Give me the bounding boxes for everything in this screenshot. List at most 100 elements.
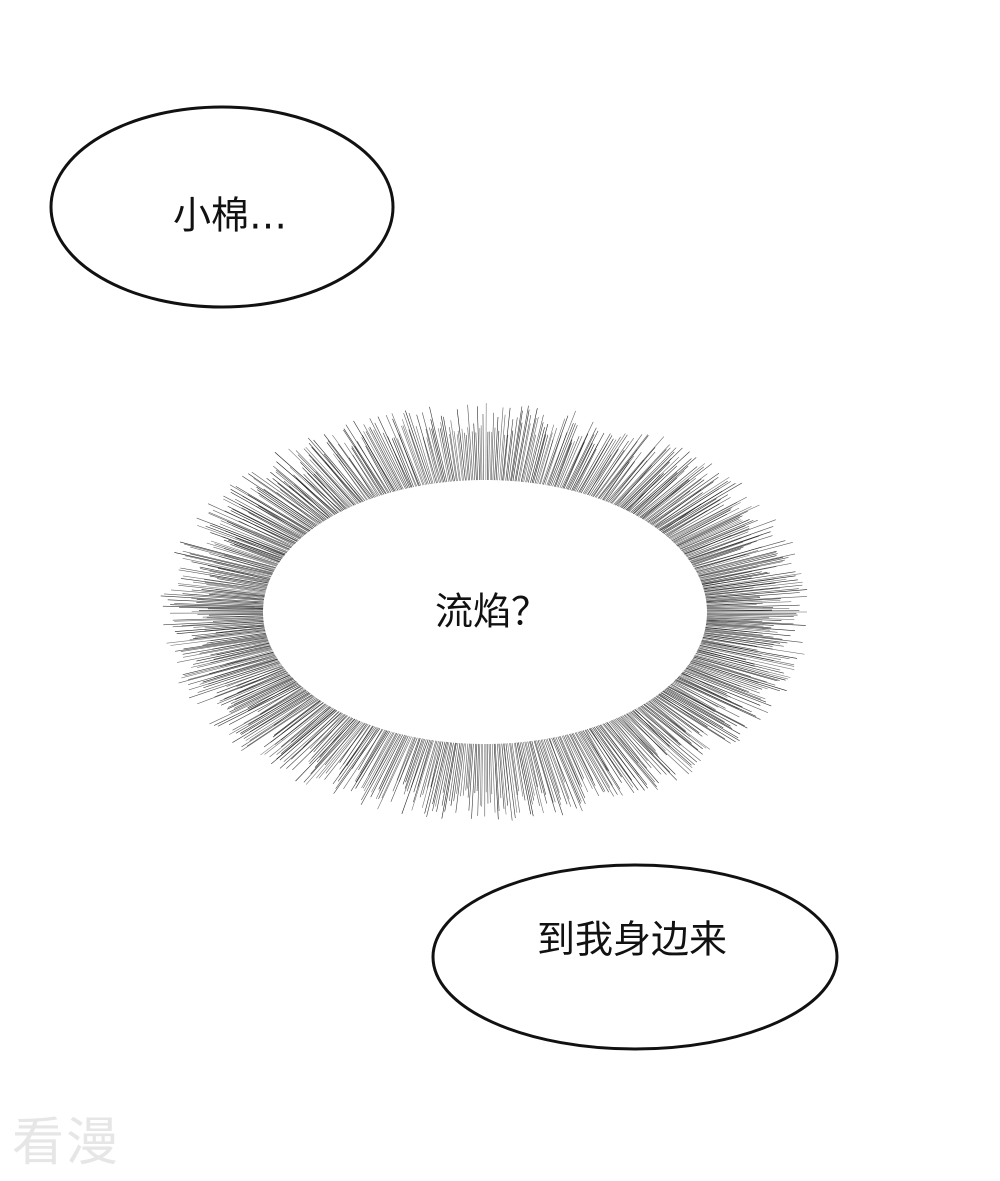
- burst-stroke: [623, 461, 670, 509]
- burst-stroke: [572, 432, 605, 491]
- burst-stroke: [305, 446, 358, 505]
- burst-stroke: [206, 542, 278, 566]
- burst-stroke: [653, 476, 730, 527]
- burst-stroke: [667, 686, 748, 729]
- burst-stroke: [204, 582, 266, 592]
- burst-stroke: [203, 662, 281, 689]
- burst-stroke: [672, 507, 740, 542]
- burst-stroke: [678, 518, 740, 548]
- burst-stroke: [597, 434, 649, 499]
- burst-stroke: [533, 434, 547, 484]
- burst-stroke: [209, 524, 286, 555]
- burst-stroke: [567, 430, 599, 490]
- burst-stroke: [215, 589, 265, 596]
- burst-stroke: [556, 441, 575, 488]
- burst-stroke: [160, 595, 264, 603]
- burst-stroke: [345, 424, 390, 494]
- burst-stroke: [229, 680, 296, 713]
- burst-stroke: [703, 634, 784, 647]
- burst-stroke: [692, 657, 751, 677]
- burst-stroke: [351, 447, 382, 496]
- burst-stroke: [206, 634, 267, 644]
- burst-stroke: [479, 428, 482, 481]
- burst-stroke: [700, 642, 762, 656]
- burst-stroke: [209, 654, 276, 675]
- burst-stroke: [490, 743, 493, 795]
- burst-stroke: [208, 512, 291, 549]
- burst-stroke: [543, 739, 568, 805]
- burst-stroke: [648, 472, 720, 523]
- burst-stroke: [680, 519, 750, 550]
- burst-stroke: [647, 479, 705, 523]
- burst-stroke: [371, 734, 402, 793]
- burst-stroke: [511, 410, 523, 481]
- burst-stroke: [207, 608, 264, 610]
- burst-stroke: [582, 730, 621, 790]
- burst-stroke: [210, 647, 272, 664]
- burst-stroke: [332, 726, 376, 785]
- burst-stroke: [442, 742, 453, 793]
- burst-stroke: [363, 431, 397, 492]
- burst-stroke: [534, 434, 549, 484]
- burst-stroke: [233, 676, 292, 705]
- burst-stroke: [653, 697, 708, 736]
- burst-stroke: [316, 718, 355, 763]
- burst-stroke: [303, 473, 341, 512]
- burst-stroke: [247, 682, 299, 711]
- burst-stroke: [701, 571, 762, 584]
- burst-stroke: [246, 698, 319, 747]
- burst-stroke: [175, 637, 268, 652]
- burst-stroke: [431, 428, 444, 483]
- burst-stroke: [632, 472, 678, 514]
- burst-stroke: [500, 434, 506, 481]
- burst-stroke: [460, 743, 467, 797]
- burst-stroke: [403, 412, 429, 485]
- burst-stroke: [475, 432, 478, 481]
- burst-stroke: [587, 454, 612, 496]
- burst-stroke: [706, 612, 797, 614]
- burst-stroke: [618, 717, 676, 775]
- burst-stroke: [678, 676, 732, 702]
- burst-stroke: [402, 737, 420, 785]
- burst-stroke: [507, 743, 518, 813]
- burst-stroke: [644, 473, 708, 521]
- burst-stroke: [572, 733, 606, 792]
- burst-stroke: [295, 450, 352, 507]
- burst-stroke: [600, 449, 638, 500]
- burst-stroke: [392, 418, 420, 486]
- burst-stroke: [704, 632, 788, 644]
- burst-stroke: [687, 665, 758, 691]
- burst-stroke: [344, 442, 380, 496]
- burst-stroke: [430, 419, 446, 483]
- burst-stroke: [569, 733, 596, 786]
- burst-stroke: [524, 741, 540, 807]
- burst-stroke: [193, 647, 272, 665]
- burst-stroke: [664, 689, 733, 729]
- burst-stroke: [595, 441, 638, 498]
- burst-stroke: [701, 572, 768, 585]
- burst-stroke: [628, 712, 666, 752]
- burst-stroke: [230, 488, 308, 534]
- burst-stroke: [555, 736, 586, 805]
- burst-stroke: [208, 511, 292, 548]
- burst-stroke: [490, 431, 492, 481]
- burst-stroke: [343, 429, 386, 495]
- burst-stroke: [208, 661, 280, 685]
- burst-stroke: [375, 735, 408, 800]
- burst-stroke: [706, 622, 772, 629]
- burst-stroke: [606, 436, 665, 502]
- burst-stroke: [624, 714, 690, 775]
- burst-stroke: [177, 583, 266, 594]
- burst-stroke: [586, 729, 622, 783]
- burst-lines: [160, 403, 808, 821]
- burst-stroke: [182, 558, 272, 578]
- burst-stroke: [574, 732, 609, 793]
- burst-stroke: [411, 740, 434, 811]
- burst-stroke: [487, 431, 489, 481]
- burst-stroke: [550, 423, 576, 487]
- burst-stroke: [531, 423, 549, 484]
- burst-stroke: [561, 735, 589, 793]
- burst-stroke: [547, 432, 568, 486]
- burst-stroke: [199, 640, 269, 654]
- burst-stroke: [462, 743, 469, 796]
